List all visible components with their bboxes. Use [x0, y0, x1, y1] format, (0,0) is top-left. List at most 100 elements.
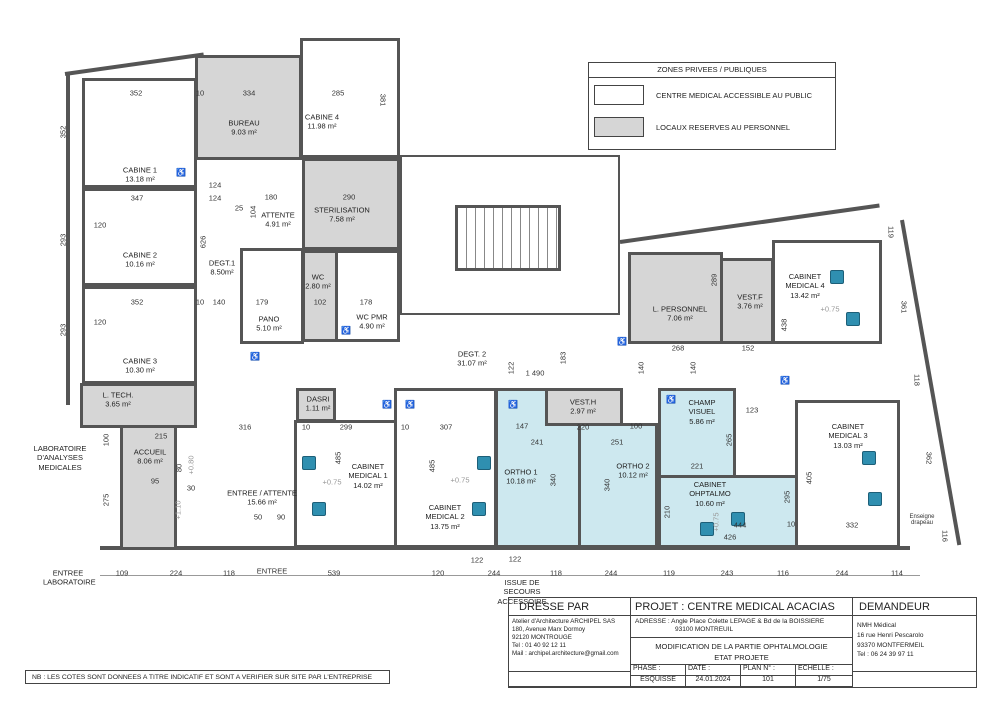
- room-area: 7.06 m²: [667, 314, 693, 323]
- dimension: 290: [342, 192, 356, 202]
- room-name: ORTHO 2: [616, 461, 650, 471]
- room-area: 4.91 m²: [265, 220, 291, 229]
- dimension: +1.10: [173, 500, 183, 520]
- room-area: 8.06 m²: [137, 457, 163, 466]
- legend-item-public: CENTRE MEDICAL ACCESSIBLE AU PUBLIC: [594, 85, 812, 105]
- chair: [846, 312, 860, 326]
- dimension: 340: [602, 478, 612, 492]
- dimension: +0.75: [820, 304, 840, 314]
- dimension: 316: [238, 422, 252, 432]
- dimension: 140: [688, 361, 698, 375]
- dimension: 352: [129, 88, 143, 98]
- plan-value: 101: [741, 676, 796, 687]
- dimension: 116: [940, 530, 950, 542]
- chair: [868, 492, 882, 506]
- bottom-dimension: ENTREE: [256, 566, 288, 576]
- wheelchair-icon: ♿: [382, 400, 392, 409]
- bottom-dimension: 122: [470, 555, 484, 565]
- bottom-dimension: 122: [508, 554, 522, 564]
- dimension: 10: [195, 88, 205, 98]
- dimension: 210: [662, 505, 672, 519]
- room-name: CABINET OHPTALMO: [689, 479, 731, 499]
- exterior-wall-left: [66, 75, 70, 405]
- client-city: 93370 MONTFERMEIL: [857, 641, 925, 649]
- dimension: 381: [378, 93, 388, 107]
- dimension: 626: [198, 235, 208, 249]
- room-name: VEST.F: [737, 292, 763, 302]
- dimension: 124: [208, 180, 222, 190]
- room-accueil: [120, 425, 177, 550]
- legend-label: LOCAUX RESERVES AU PERSONNEL: [656, 122, 791, 132]
- bottom-dimension: 116: [777, 568, 789, 578]
- room-cabinet-medical-3: [795, 400, 900, 548]
- date-value: 24.01.2024: [686, 676, 741, 687]
- room-area: 8.50m²: [210, 268, 234, 277]
- chair: [477, 456, 491, 470]
- room-wc: [302, 250, 338, 342]
- legend: ZONES PRIVEES / PUBLIQUES CENTRE MEDICAL…: [588, 62, 836, 150]
- dimension: 241: [530, 437, 544, 447]
- room-name: DEGT. 2: [457, 349, 487, 359]
- room-l-personnel: [628, 252, 723, 344]
- dimension: 124: [208, 193, 222, 203]
- scale-value: 1/75: [796, 676, 853, 687]
- room-name: CABINET MEDICAL 3: [828, 421, 868, 441]
- wheelchair-icon: ♿: [508, 400, 518, 409]
- bottom-dimension: 119: [663, 568, 675, 578]
- dimension: +0.75: [711, 512, 721, 532]
- sign-label: Enseigne drapeau: [909, 514, 935, 526]
- dimension: 95: [150, 476, 160, 486]
- room-name: CABINET MEDICAL 4: [785, 271, 825, 291]
- dimension: 340: [548, 473, 558, 487]
- dimension: 80: [174, 463, 184, 473]
- wheelchair-icon: ♿: [780, 376, 790, 385]
- dimension: 100: [629, 421, 643, 431]
- dimension: 30: [186, 483, 196, 493]
- legend-swatch-staff: [594, 117, 644, 137]
- bottom-dimension: 109: [115, 568, 129, 578]
- dimension: 293: [58, 233, 68, 247]
- dimension: 307: [439, 422, 453, 432]
- dimension: 289: [709, 273, 719, 287]
- bottom-dimension: 244: [835, 568, 849, 578]
- dimension: 122: [506, 361, 516, 375]
- dimension: 120: [93, 220, 107, 230]
- wheelchair-icon: ♿: [176, 168, 186, 177]
- room-area: 13.18 m²: [125, 175, 155, 184]
- chair: [312, 502, 326, 516]
- dimension: 140: [636, 361, 646, 375]
- room-name: DEGT.1: [208, 258, 236, 268]
- dimension: 444: [733, 520, 747, 530]
- firm-tel: Tel : 01 40 92 12 11: [512, 642, 566, 650]
- drawn-by-details: Atelier d'Architecture ARCHIPEL SAS 180,…: [509, 616, 631, 672]
- dimension: 251: [610, 437, 624, 447]
- room-name: ENTREE / ATTENTE: [227, 488, 297, 498]
- room-vest-h: [545, 388, 623, 426]
- bottom-dimension: 118: [550, 568, 562, 578]
- dimension: 123: [745, 405, 759, 415]
- dimension: 268: [671, 343, 685, 353]
- dimension: 285: [331, 88, 345, 98]
- bottom-dimension: 114: [891, 568, 903, 578]
- room-bureau: [195, 55, 302, 160]
- date-label: DATE :: [686, 665, 741, 676]
- exterior-wall-northeast: [619, 203, 880, 244]
- room-area: 13.42 m²: [790, 290, 820, 300]
- room-name: CABINE 3: [122, 356, 158, 366]
- room-area: 2.97 m²: [570, 407, 596, 416]
- dimension: 178: [359, 297, 373, 307]
- room-pano: [240, 248, 304, 344]
- room-area: 31.07 m²: [457, 359, 487, 368]
- room-area: 5.86 m²: [689, 416, 715, 426]
